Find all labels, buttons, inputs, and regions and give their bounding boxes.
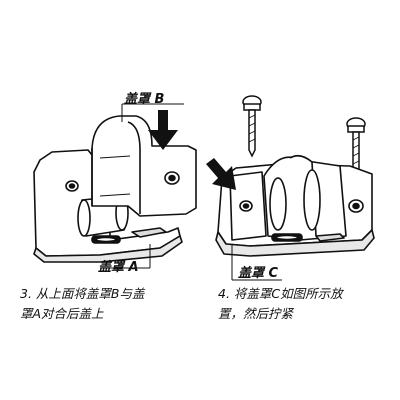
leader-lines-left [100,103,184,269]
cover-b-shell [91,115,197,217]
step4-caption-line1: 4. 将盖罩C如图所示放 [218,286,343,301]
left-hinge-assembly [33,115,197,263]
leader-lines-right [231,244,282,281]
step3-caption-line2: 罩A对合后盖上 [20,306,104,321]
cover-a-flange [33,235,183,263]
label-cover-b: 盖罩 B [124,92,165,107]
step3-caption-line1: 3. 从上面将盖罩B与盖 [20,286,145,301]
right-base-flange [215,229,375,257]
diagonal-arrow [206,158,236,190]
screw-left [242,95,262,158]
right-hinge-assembly [215,154,375,257]
label-cover-a: 盖罩 A [98,260,139,275]
step4-caption-line2: 置，然后拧紧 [218,306,294,321]
label-cover-c: 盖罩 C [238,266,279,281]
down-arrow [148,110,178,150]
